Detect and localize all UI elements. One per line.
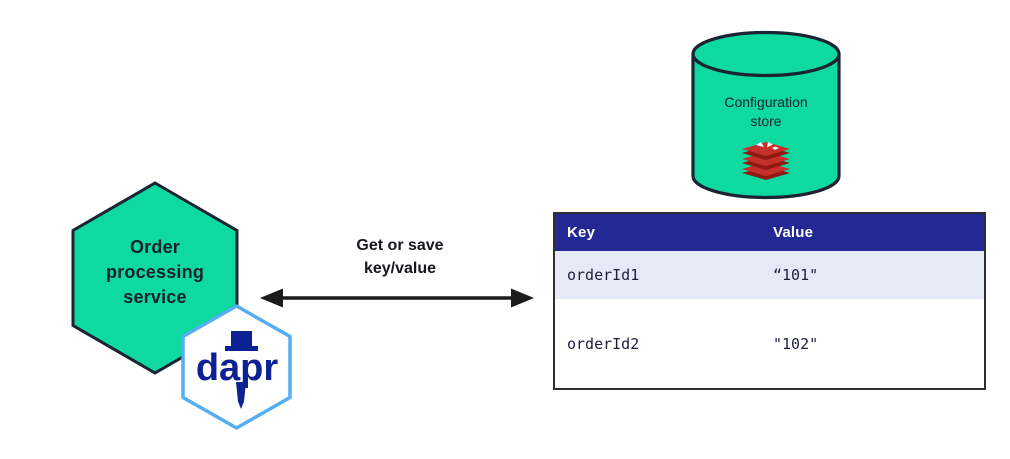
config-store-cylinder: [691, 30, 841, 200]
dapr-logo-text: dapr: [195, 347, 279, 389]
arrow-head-left: [260, 288, 283, 308]
kv-cell-value: “101": [773, 266, 819, 284]
kv-table-header-value: Value: [761, 213, 985, 251]
kv-table-header-key: Key: [554, 213, 761, 251]
dapr-hat-icon: [231, 331, 252, 346]
order-service-hexagon-shape: [71, 181, 239, 375]
kv-table: Key Value orderId1 “101" orderId2 "102": [553, 212, 986, 390]
redis-icon: [742, 142, 790, 180]
dapr-hexagon-shape: [181, 304, 292, 430]
kv-cell-value: "102": [773, 334, 819, 353]
kv-cell-key: orderId2: [567, 334, 640, 353]
table-row: orderId2 "102": [554, 299, 985, 389]
dapr-hat-brim-icon: [225, 346, 258, 351]
arrow-label: Get or save key/value: [356, 237, 444, 277]
order-service-label: Order processing service: [105, 237, 205, 307]
get-or-save-arrow: [260, 288, 534, 308]
config-store-label: Configuration store: [724, 94, 808, 129]
dapr-hexagon: [181, 304, 292, 430]
kv-cell-key: orderId1: [567, 266, 640, 284]
kv-table-header-row: Key Value: [554, 213, 985, 251]
arrow-head-right: [511, 288, 534, 308]
table-row: orderId1 “101": [554, 251, 985, 299]
dapr-tie-icon: [236, 382, 246, 409]
cylinder-top: [691, 30, 841, 78]
cylinder-body: [691, 54, 841, 200]
order-service-hexagon: [71, 181, 239, 375]
